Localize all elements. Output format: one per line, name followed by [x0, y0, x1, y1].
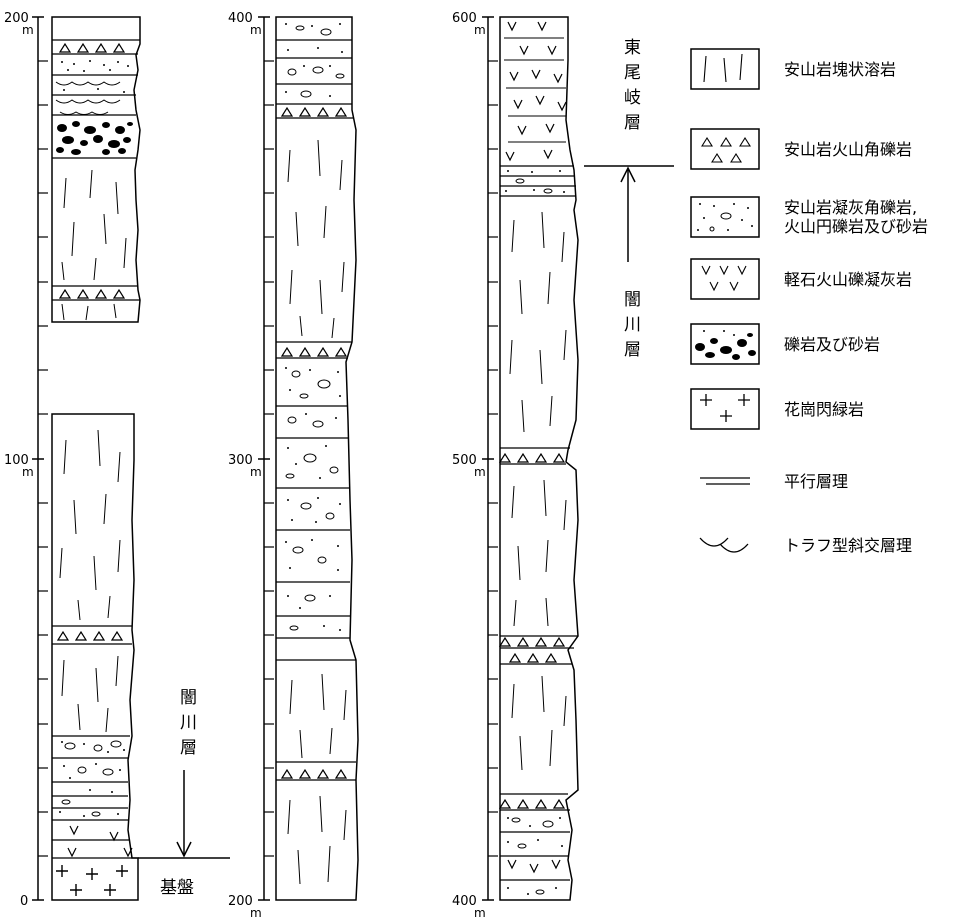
legend-label-line2: 火山円礫岩及び砂岩 — [784, 217, 928, 236]
parallel-bedding-symbol — [690, 460, 760, 502]
col1-lower-beds — [52, 626, 138, 858]
col1-conglomerate-pebbles — [56, 121, 133, 155]
legend-label: 安山岩火山角礫岩 — [784, 140, 912, 159]
column-1: 200 m 100 m 0 — [4, 11, 230, 909]
column-3-scale — [482, 17, 498, 900]
col1-upper-dots — [61, 60, 129, 93]
col2-beds — [276, 40, 356, 780]
legend-item-volcanic-breccia: 安山岩火山角礫岩 — [690, 128, 966, 174]
col3-pumice-bedding — [504, 38, 566, 142]
col1-lower-triangles — [58, 632, 122, 640]
col1-mid-unit: m — [22, 465, 34, 479]
col2-triangles — [282, 108, 346, 778]
col3-lower-formation-label: 闇川層 — [620, 290, 641, 365]
col3-triangles — [500, 454, 564, 808]
column-3: 600 m 500 m 400 m — [452, 11, 674, 920]
col2-bottom-unit: m — [250, 906, 262, 920]
column-2-scale — [258, 17, 274, 900]
column-2: 400 m 300 m 200 m — [228, 11, 358, 920]
trough-cross-bedding-symbol — [690, 524, 760, 566]
legend-item-granodiorite: 花崗閃緑岩 — [690, 388, 966, 434]
legend-label: 安山岩塊状溶岩 — [784, 60, 896, 79]
col1-top-unit: m — [22, 23, 34, 37]
col3-pumice — [506, 22, 566, 872]
col1-lower-pumice — [68, 826, 132, 856]
col1-lower-outline — [52, 414, 138, 900]
legend-label: 安山岩凝灰角礫岩, 火山円礫岩及び砂岩 — [784, 198, 928, 236]
legend-label: トラフ型斜交層理 — [784, 536, 912, 555]
legend-label-line1: 安山岩凝灰角礫岩, — [784, 198, 917, 217]
col3-formation-arrow — [621, 168, 635, 262]
legend-item-conglomerate: 礫岩及び砂岩 — [690, 323, 966, 369]
col3-mid-unit: m — [474, 465, 486, 479]
col3-lava-marks — [510, 212, 566, 770]
col2-dots — [285, 23, 343, 631]
legend-item-pumice-tuff: 軽石火山礫凝灰岩 — [690, 258, 966, 304]
col3-top-unit: m — [474, 23, 486, 37]
pumice-tuff-swatch — [690, 258, 760, 300]
col3-dots — [505, 170, 565, 895]
col1-upper-outline — [52, 17, 140, 322]
column-1-scale — [32, 17, 48, 900]
legend-label: 平行層理 — [784, 472, 848, 491]
col1-formation-arrow — [177, 770, 191, 856]
col2-top-unit: m — [250, 23, 262, 37]
col1-granodiorite — [56, 865, 128, 896]
col3-breccia-clasts — [512, 179, 553, 894]
legend-label: 礫岩及び砂岩 — [784, 335, 880, 354]
col1-formation-label: 闇川層 — [176, 688, 197, 763]
legend-item-parallel-bedding: 平行層理 — [690, 460, 966, 506]
legend-item-trough-cross-bedding: トラフ型斜交層理 — [690, 524, 966, 570]
col1-lower-dots — [59, 741, 125, 817]
col2-lava-marks — [288, 140, 346, 884]
col3-bottom-unit: m — [474, 906, 486, 920]
legend-item-tuff-breccia: 安山岩凝灰角礫岩, 火山円礫岩及び砂岩 — [690, 196, 966, 242]
tuff-breccia-swatch — [690, 196, 760, 238]
conglomerate-swatch — [690, 323, 760, 365]
col1-upper-troughs — [56, 82, 120, 115]
col2-outline — [276, 17, 358, 900]
col2-mid-unit: m — [250, 465, 262, 479]
legend-item-andesite-lava: 安山岩塊状溶岩 — [690, 48, 966, 94]
granodiorite-swatch — [690, 388, 760, 430]
legend-label: 軽石火山礫凝灰岩 — [784, 270, 912, 289]
legend-label: 花崗閃緑岩 — [784, 400, 864, 419]
col1-lower-lava-marks — [60, 430, 120, 732]
col3-outline — [500, 17, 578, 900]
col3-upper-formation-label: 東尾岐層 — [620, 38, 641, 138]
col3-beds — [500, 166, 578, 880]
col1-bottom-value: 0 — [20, 894, 28, 909]
andesite-lava-swatch — [690, 48, 760, 90]
col1-basement-label: 基盤 — [160, 878, 194, 898]
volcanic-breccia-swatch — [690, 128, 760, 170]
